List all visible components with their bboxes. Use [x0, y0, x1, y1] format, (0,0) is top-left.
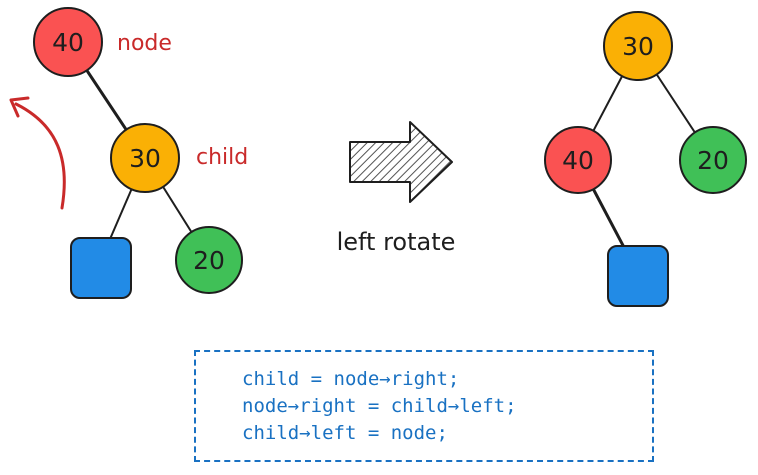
- transform-arrow-group: left rotate: [337, 121, 456, 256]
- rotation-arrowhead: [9, 96, 30, 118]
- code-block: child = node→right; node→right = child→le…: [242, 366, 517, 447]
- after-tree: 30 40 20: [544, 11, 747, 307]
- left-subtree-square: [70, 237, 132, 299]
- subtree-square-after: [607, 245, 669, 307]
- operation-label: left rotate: [337, 228, 456, 256]
- node-value: 40: [52, 28, 84, 57]
- right-circle-after: [679, 126, 747, 194]
- left-circle: [544, 126, 612, 194]
- root-circle: [603, 11, 673, 81]
- root-value: 30: [622, 32, 654, 61]
- right-value: 20: [193, 246, 225, 275]
- code-line-2: node→right = child→left;: [242, 395, 517, 417]
- code-box: child = node→right; node→right = child→le…: [194, 350, 654, 462]
- right-value-after: 20: [697, 146, 729, 175]
- child-value: 30: [129, 144, 161, 173]
- before-tree: 40 node 30 child 20: [9, 7, 248, 299]
- left-value: 40: [562, 146, 594, 175]
- rotation-curved-arrow: [14, 102, 66, 210]
- transform-arrow: [349, 121, 453, 203]
- node-circle: [33, 7, 103, 77]
- node-label: node: [117, 31, 172, 56]
- right-circle: [175, 226, 243, 294]
- code-line-1: child = node→right;: [242, 368, 460, 390]
- child-label: child: [196, 145, 248, 170]
- child-circle: [110, 123, 180, 193]
- code-line-3: child→left = node;: [242, 422, 448, 444]
